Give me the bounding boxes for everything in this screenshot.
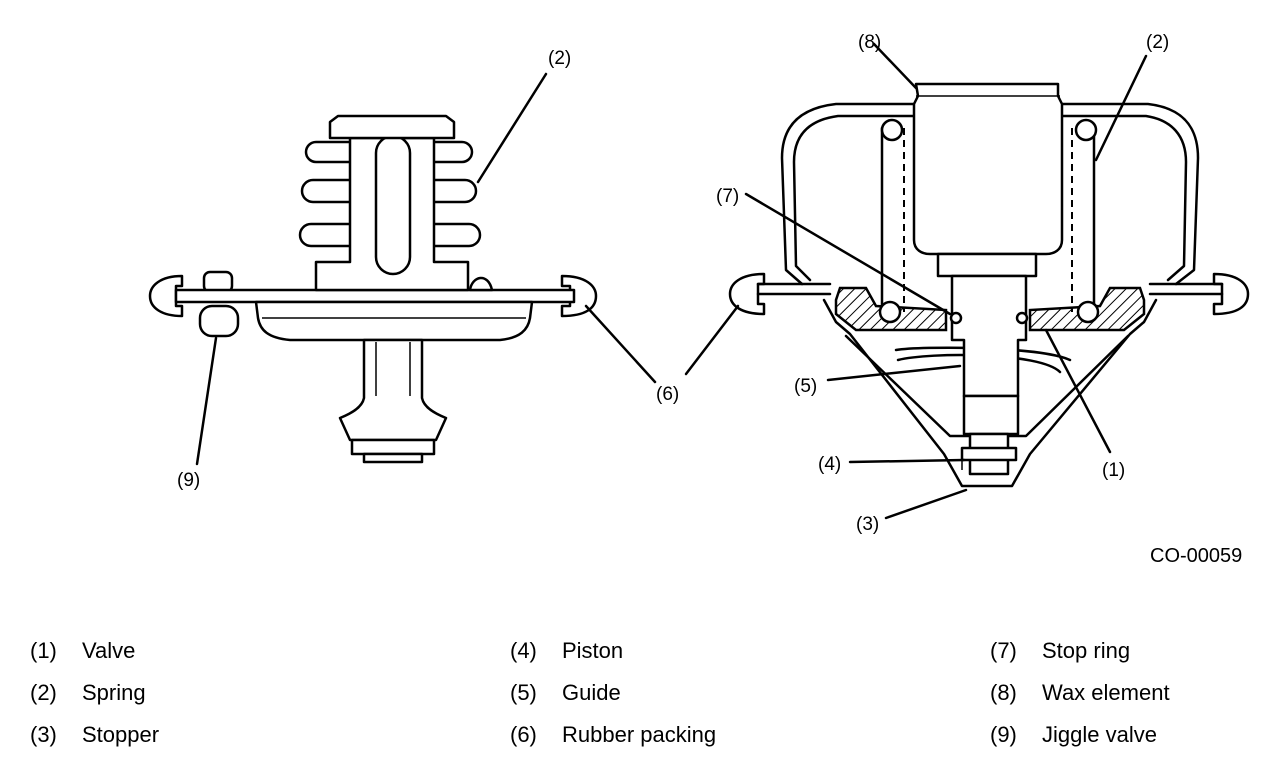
legend-number: (3): [30, 722, 57, 747]
legend-item: (6) Rubber packing: [510, 720, 830, 762]
legend-number: (9): [990, 722, 1017, 747]
thermostat-diagram: (2) (6) (9) (8) (2) (7) (5) (4) (3) (1): [148, 32, 1250, 535]
stop-ring-left: [949, 311, 963, 325]
rubber-packing-left: [728, 272, 766, 316]
callout-6: (6): [656, 384, 679, 405]
legend-label: Rubber packing: [562, 722, 717, 747]
legend-label: Wax element: [1042, 680, 1170, 705]
legend-number: (6): [510, 722, 537, 747]
legend-number: (4): [510, 638, 537, 663]
legend-number: (8): [990, 680, 1017, 705]
flange: [174, 288, 576, 304]
callout-4: (4): [818, 454, 841, 475]
callout-7: (7): [716, 186, 739, 207]
legend-item: (5) Guide: [510, 678, 830, 720]
legend-label: Jiggle valve: [1042, 722, 1157, 747]
guide-piston: [950, 274, 1028, 476]
legend-column-2: (4) Piston (5) Guide (6) Rubber packing: [510, 636, 830, 762]
lower-cup: [254, 300, 534, 342]
legend-item: (2) Spring: [30, 678, 350, 720]
legend-column-3: (7) Stop ring (8) Wax element (9) Jiggle va…: [990, 636, 1280, 762]
legend-item: (7) Stop ring: [990, 636, 1280, 678]
stop-ring-right: [1015, 311, 1029, 325]
wax-element: [912, 82, 1064, 278]
legend-number: (7): [990, 638, 1017, 663]
callout-5: (5): [794, 376, 817, 397]
figure-id: CO-00059: [1150, 545, 1243, 567]
callout-2-right: (2): [1146, 32, 1169, 53]
jiggle-valve: [198, 270, 240, 338]
legend-label: Piston: [562, 638, 624, 663]
legend-item: (3) Stopper: [30, 720, 350, 762]
legend-label: Stop ring: [1042, 638, 1131, 663]
legend-label: Guide: [562, 680, 621, 705]
callout-2-left: (2): [548, 48, 571, 69]
legend-label: Spring: [82, 680, 146, 705]
callout-1: (1): [1102, 460, 1125, 481]
callout-9: (9): [177, 470, 200, 491]
thermostat-external-view: [148, 72, 657, 466]
legend-item: (4) Piston: [510, 636, 830, 678]
legend-item: (8) Wax element: [990, 678, 1280, 720]
legend-label: Valve: [82, 638, 136, 663]
spring-section: [878, 118, 1100, 324]
callout-8: (8): [858, 32, 881, 53]
thermostat-cross-section: [684, 42, 1250, 520]
rubber-packing-left: [148, 274, 184, 318]
lower-frame: [822, 298, 1158, 488]
valve-stem: [338, 338, 448, 442]
legend-item: (1) Valve: [30, 636, 350, 678]
legend-item: (9) Jiggle valve: [990, 720, 1280, 762]
callout-3: (3): [856, 514, 879, 535]
legend-column-1: (1) Valve (2) Spring (3) Stopper: [30, 636, 350, 762]
legend-label: Stopper: [82, 722, 160, 747]
top-cap: [328, 114, 456, 140]
legend-number: (5): [510, 680, 537, 705]
legend-number: (1): [30, 638, 57, 663]
legend-number: (2): [30, 680, 57, 705]
